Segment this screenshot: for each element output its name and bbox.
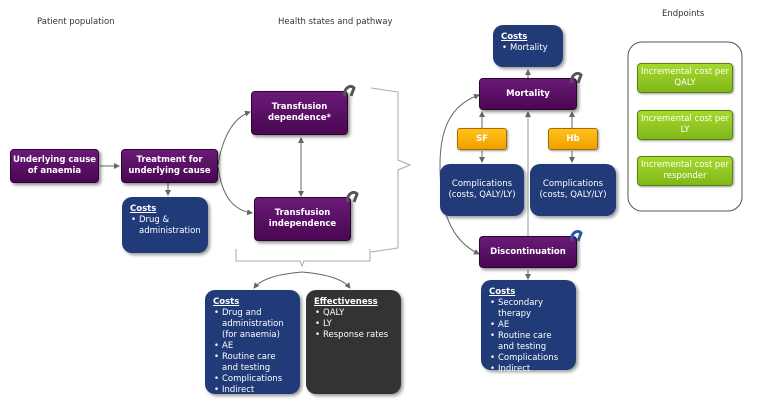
treatment-costs-title: Costs (130, 204, 157, 214)
brace-bottom (235, 249, 371, 268)
transfusion-dependence-label: Transfusion dependence* (268, 102, 331, 123)
discontinuation-costs-item: Indirect (490, 364, 568, 375)
treatment-label: Treatment for underlying cause (128, 155, 211, 176)
header-health-states: Health states and pathway (278, 17, 393, 27)
self-loop-icon (346, 190, 359, 203)
mortality-costs-item: Mortality (502, 43, 555, 54)
underlying-cause-label: Underlying cause of anaemia (12, 155, 97, 176)
outcome-costs-item: Drug and administration (for anaemia) (214, 308, 292, 341)
discontinuation-costs-item: AE (490, 320, 568, 331)
transfusion-independence-label: Transfusion independence (268, 208, 337, 229)
mortality-costs-title: Costs (501, 32, 528, 42)
endpoint-ly-box: Incremental cost per LY (637, 110, 733, 140)
hb-box: Hb (548, 128, 598, 150)
mortality-box: Mortality (479, 78, 577, 110)
brace-right (370, 87, 412, 253)
treatment-costs-item: Drug & administration (131, 215, 201, 237)
sf-box: SF (457, 128, 507, 150)
effectiveness-item: Response rates (315, 330, 393, 341)
endpoint-qaly-box: Incremental cost per QALY (637, 63, 733, 93)
transfusion-dependence-box: Transfusion dependence* (251, 91, 348, 135)
effectiveness-item: QALY (315, 308, 393, 319)
discontinuation-costs-item: Routine care and testing (490, 331, 568, 353)
arrow-to-costs-outcome (253, 271, 303, 289)
self-loop-icon (343, 84, 356, 97)
sf-label: SF (476, 133, 488, 144)
discontinuation-costs-item: Complications (490, 353, 568, 364)
complications-right-label: Complications (costs, QALY/LY) (539, 179, 607, 200)
effectiveness-item: LY (315, 319, 393, 330)
endpoint-label: Incremental cost per LY (640, 114, 730, 135)
transfusion-independence-box: Transfusion independence (254, 197, 351, 241)
discontinuation-box: Discontinuation (479, 236, 577, 268)
complications-left-box: Complications (costs, QALY/LY) (440, 164, 524, 216)
mortality-label: Mortality (506, 88, 550, 99)
outcome-costs-item: AE (214, 341, 292, 352)
complications-right-box: Complications (costs, QALY/LY) (530, 164, 616, 216)
outcome-costs-item: Routine care and testing (214, 352, 292, 374)
outcome-costs-item: Complications (214, 374, 292, 385)
underlying-cause-box: Underlying cause of anaemia (10, 149, 99, 183)
outcome-costs-box: Costs Drug and administration (for anaem… (205, 290, 300, 396)
arrow-to-dependence (217, 110, 251, 166)
discontinuation-label: Discontinuation (490, 246, 566, 257)
treatment-costs-box: Costs Drug & administration (122, 197, 208, 253)
complications-left-label: Complications (costs, QALY/LY) (448, 179, 516, 200)
treatment-box: Treatment for underlying cause (121, 149, 218, 183)
endpoints-frame (627, 41, 743, 212)
header-endpoints: Endpoints (662, 9, 705, 19)
arrow-to-independence (217, 166, 253, 216)
self-loop-icon (570, 71, 583, 84)
arrow-to-mortality (439, 93, 480, 166)
discontinuation-costs-box: Costs Secondary therapy AE Routine care … (481, 280, 576, 375)
effectiveness-title: Effectiveness (314, 297, 378, 307)
endpoint-label: Incremental cost per responder (640, 160, 730, 181)
outcome-costs-title: Costs (213, 297, 240, 307)
effectiveness-box: Effectiveness QALY LY Response rates (306, 290, 401, 394)
endpoint-label: Incremental cost per QALY (640, 67, 730, 88)
hb-label: Hb (566, 133, 580, 144)
header-patient-population: Patient population (37, 17, 115, 27)
discontinuation-costs-item: Secondary therapy (490, 298, 568, 320)
discontinuation-costs-title: Costs (489, 287, 516, 297)
arrow-to-effectiveness (301, 271, 351, 289)
endpoint-responder-box: Incremental cost per responder (637, 156, 733, 186)
outcome-costs-item: Indirect (214, 385, 292, 396)
self-loop-icon (570, 229, 583, 242)
mortality-costs-box: Costs Mortality (493, 25, 563, 67)
